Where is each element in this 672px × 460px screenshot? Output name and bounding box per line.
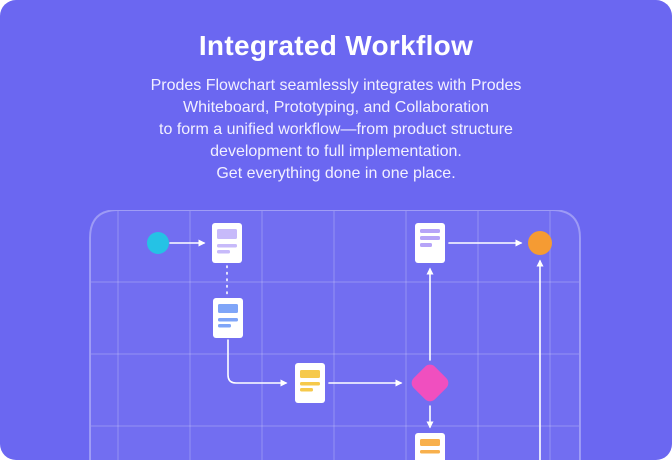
doc-node-3 [295, 363, 325, 403]
grid-panel [89, 210, 581, 460]
page-title: Integrated Workflow [198, 30, 474, 61]
doc-text-bar [218, 324, 231, 328]
description-line: Whiteboard, Prototyping, and Collaborati… [183, 99, 489, 116]
doc-text-bar [218, 318, 238, 322]
description-line: Get everything done in one place. [216, 165, 456, 182]
doc-text-bar [420, 229, 440, 233]
doc-text-bar [420, 236, 440, 240]
doc-text-bar [300, 382, 320, 386]
end-node-circle [528, 231, 552, 255]
description-line: to form a unified workflow—from product … [159, 121, 513, 138]
decision-diamond [411, 364, 449, 402]
start-node-circle [147, 232, 169, 254]
doc-text-bar [420, 450, 440, 454]
description-line: Prodes Flowchart seamlessly integrates w… [150, 77, 522, 94]
doc-text-bar [420, 243, 432, 247]
doc-text-bar [300, 388, 313, 392]
doc-text-bar [217, 250, 230, 254]
doc-text-bar [218, 304, 238, 313]
flowchart-svg [89, 210, 581, 460]
doc-text-bar [420, 439, 440, 446]
doc-text-bar [217, 244, 237, 248]
description: Prodes Flowchart seamlessly integrates w… [0, 75, 672, 185]
connector-doc2-to-doc3 [227, 339, 288, 387]
doc-text-bar [300, 370, 320, 378]
doc-text-bar [217, 229, 237, 239]
description-line: development to full implementation. [210, 143, 462, 160]
doc-node-4 [415, 223, 445, 263]
doc-node-2 [213, 298, 243, 338]
doc-node-5 [415, 433, 445, 460]
doc-node-1 [212, 223, 242, 263]
flowchart-illustration [0, 210, 672, 460]
